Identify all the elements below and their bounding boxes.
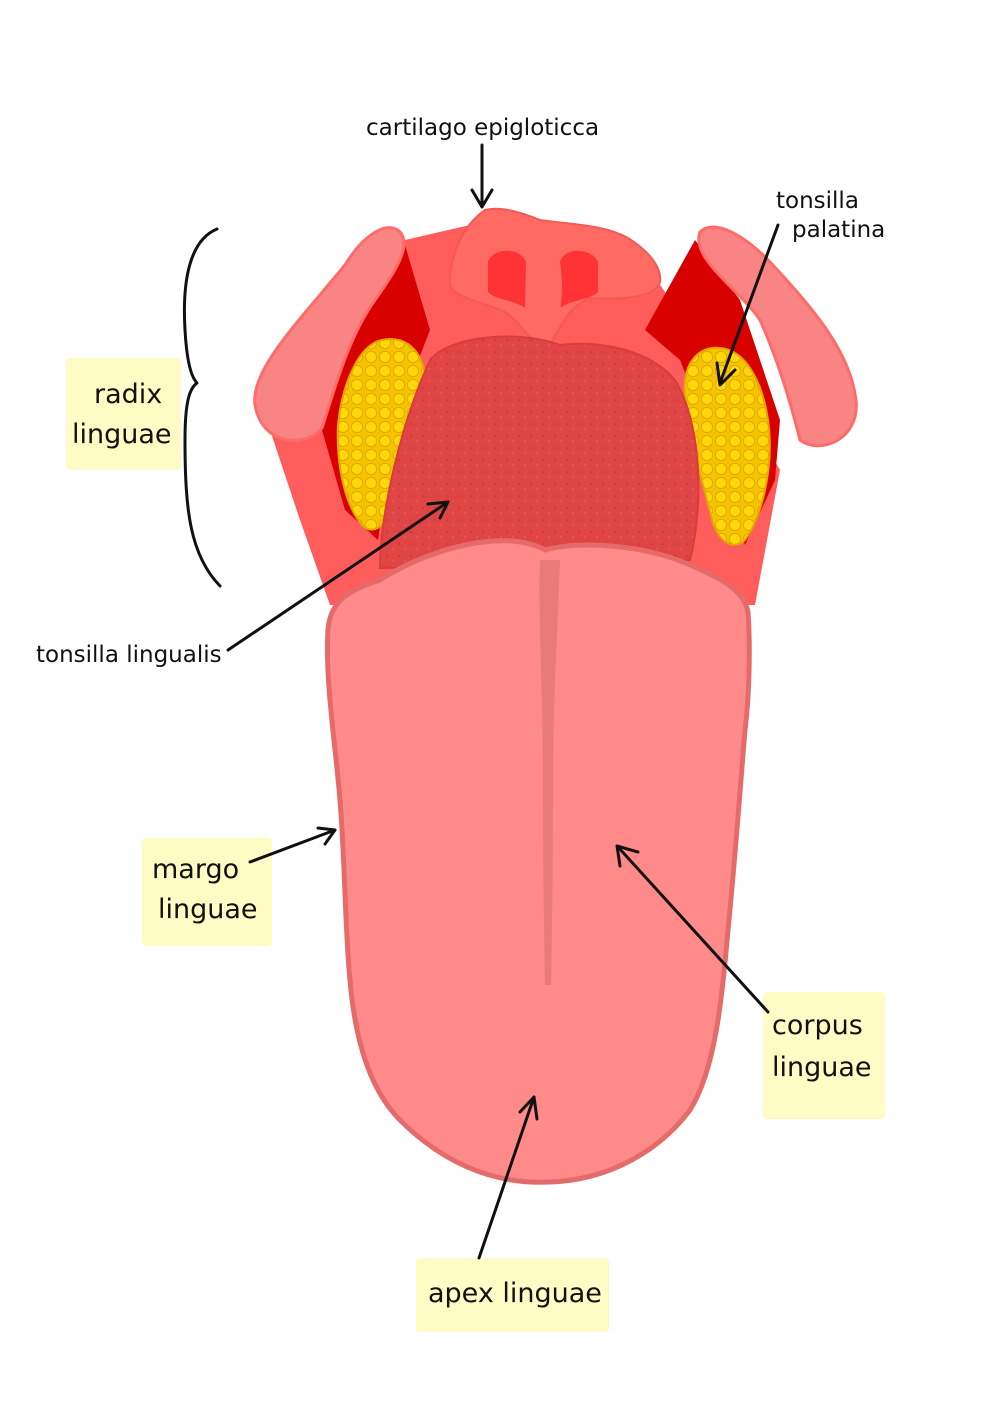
right-arch-flap bbox=[697, 225, 858, 448]
arrow-tonsilla-lingualis bbox=[226, 500, 450, 652]
epiglottis-center bbox=[527, 248, 562, 345]
label-cartilago-epigloticca: cartilago epigloticca bbox=[366, 115, 599, 141]
radix-bracket bbox=[182, 227, 222, 588]
arrow-margo bbox=[248, 826, 337, 864]
arrow-tonsilla-palatina bbox=[715, 223, 780, 387]
label-tonsilla-palatina-line1: tonsilla bbox=[776, 188, 859, 214]
arrow-apex bbox=[477, 1095, 539, 1260]
radix-highlight bbox=[66, 358, 181, 470]
radix-linguae-region bbox=[378, 335, 700, 570]
label-corpus-line2: linguae bbox=[772, 1052, 872, 1083]
left-arch-flap bbox=[253, 226, 406, 442]
corpus-linguae bbox=[324, 538, 752, 1185]
label-margo-line1: margo bbox=[152, 854, 239, 885]
label-radix-line1: radix bbox=[94, 379, 162, 410]
right-palatine-tonsil bbox=[683, 346, 771, 546]
label-apex-linguae: apex linguae bbox=[428, 1278, 602, 1309]
corpus-highlight bbox=[763, 992, 885, 1119]
label-corpus-line1: corpus bbox=[772, 1010, 863, 1041]
label-radix-line2: linguae bbox=[72, 419, 172, 450]
label-margo-line2: linguae bbox=[158, 894, 258, 925]
label-tonsilla-palatina-line2: palatina bbox=[792, 217, 885, 243]
epiglottis-opening-left bbox=[488, 250, 526, 308]
arrow-corpus bbox=[615, 844, 770, 1014]
median-sulcus bbox=[539, 560, 560, 985]
apex-highlight bbox=[416, 1258, 609, 1332]
label-tonsilla-lingualis: tonsilla lingualis bbox=[36, 642, 222, 668]
arrow-cartilago bbox=[470, 143, 494, 209]
epiglottis-opening-right bbox=[560, 250, 598, 308]
margo-highlight bbox=[142, 838, 272, 946]
